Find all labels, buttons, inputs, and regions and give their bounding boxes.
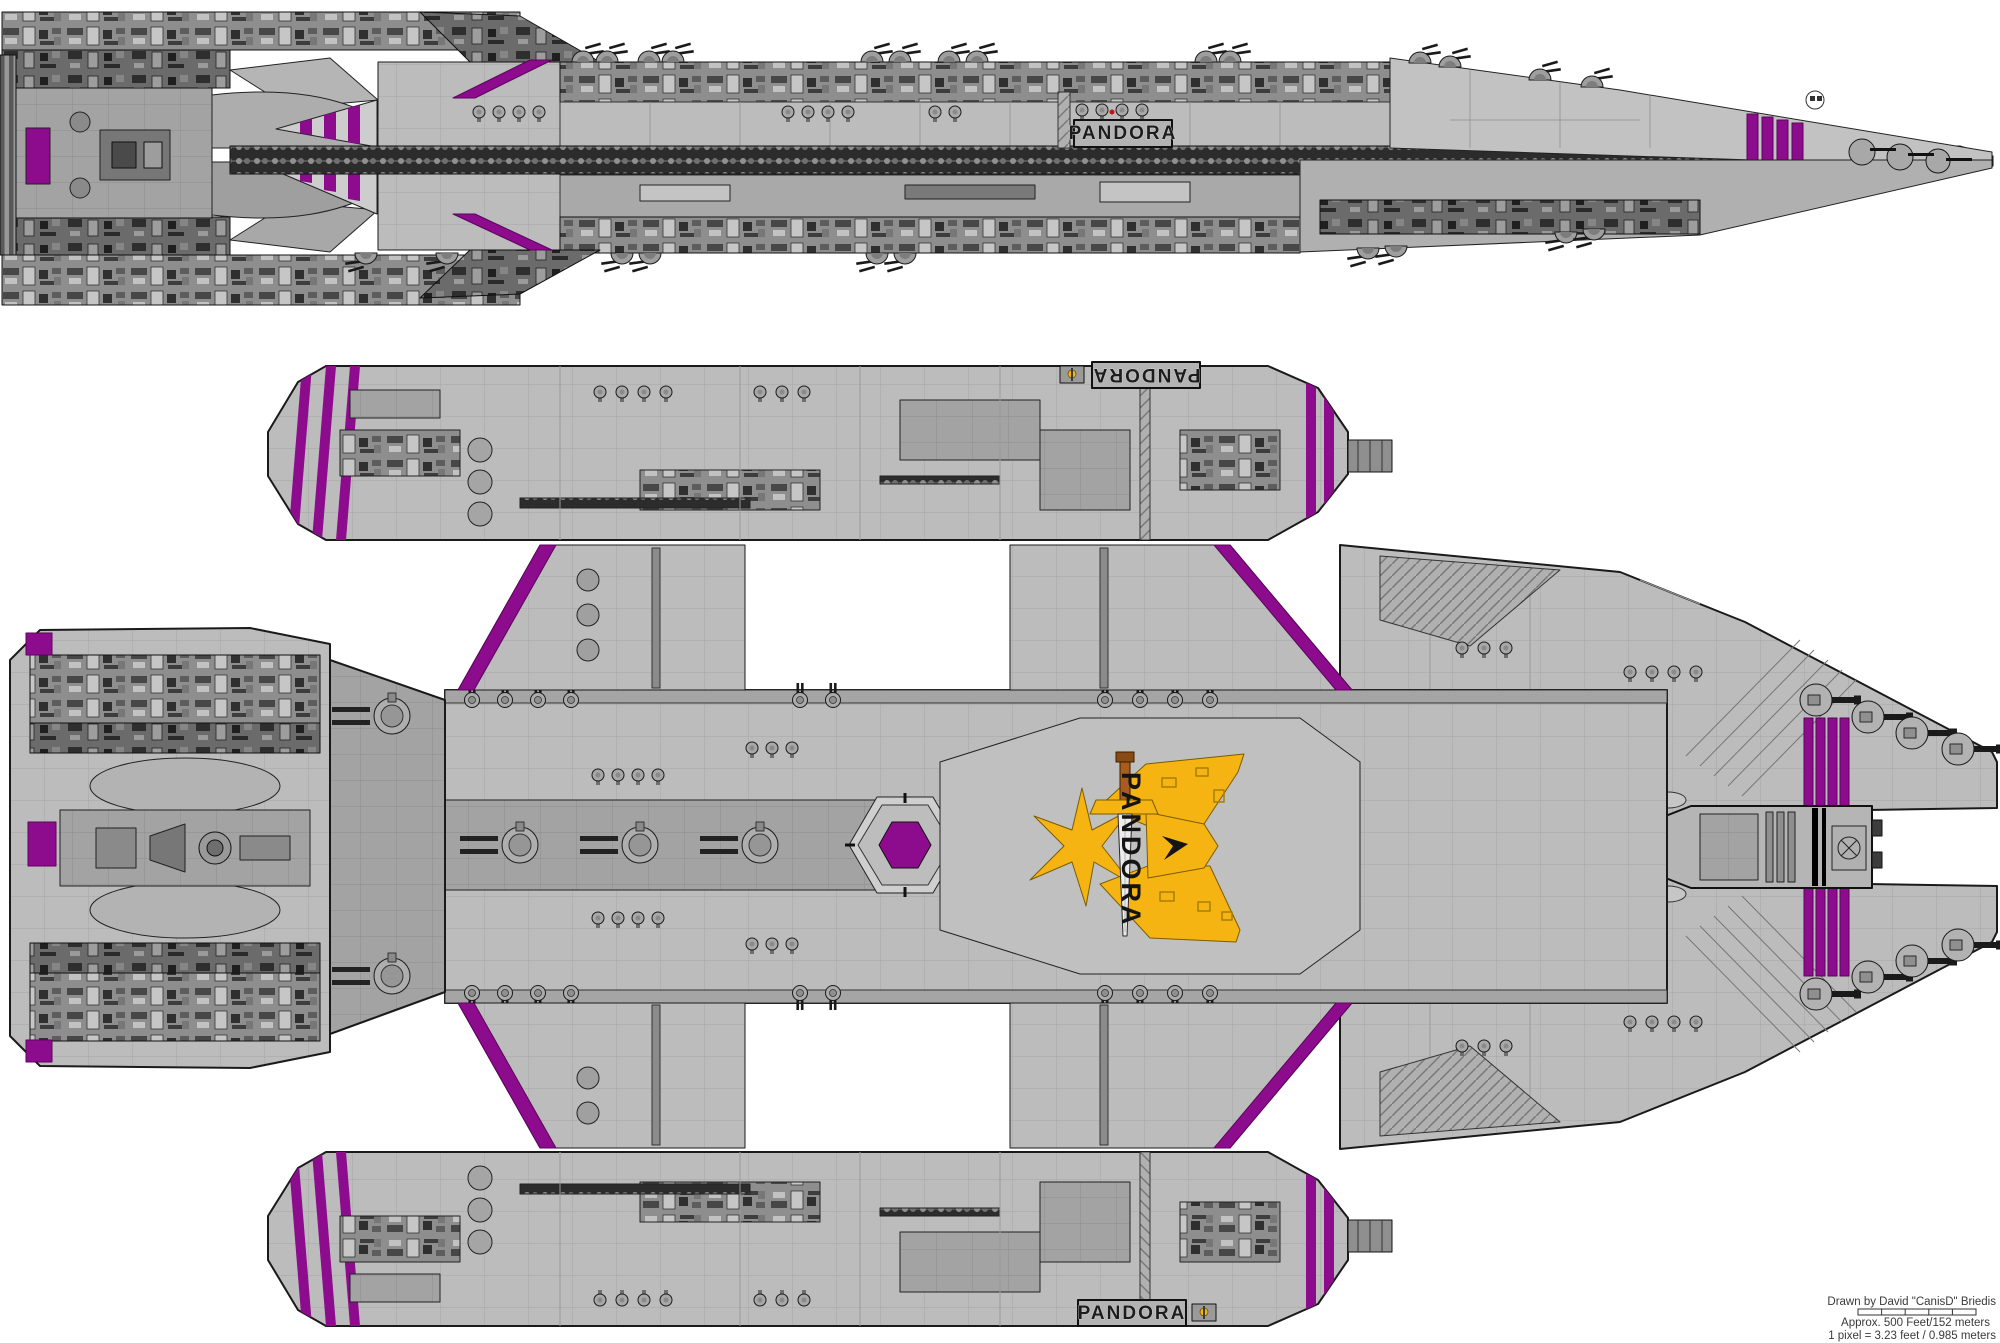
head-section — [9, 627, 446, 1069]
scale-bar — [1857, 1308, 1977, 1316]
pod-bottom-emblem-icon — [1191, 1303, 1217, 1322]
side-vent-domes — [472, 103, 1149, 123]
main-deck — [444, 682, 1668, 1011]
pod-bottom-nameplate: PANDORA — [1077, 1299, 1187, 1327]
side-nameplate: PANDORA — [1068, 119, 1178, 148]
stern-vent-bay-lower — [1379, 1045, 1561, 1137]
side-view: PANDORA — [0, 11, 1994, 306]
stern-purple-nozzle — [25, 127, 51, 185]
credit-author: Drawn by David "CanisD" Briedis — [1827, 1296, 1996, 1308]
top-view: PANDORA PANDORA — [9, 361, 2000, 1327]
pod-top-nameplate: PANDORA — [1091, 361, 1201, 389]
flight-pod-bottom — [267, 1151, 1393, 1327]
emblem-sword — [1089, 751, 1159, 937]
strut-top-right — [1009, 544, 1353, 691]
credit-block: Drawn by David "CanisD" Briedis Approx. … — [1827, 1296, 1996, 1342]
purple-hexagon — [878, 821, 932, 869]
credit-scale-feet: Approx. 500 Feet/152 meters — [1841, 1317, 1990, 1329]
pod-top-emblem-icon — [1059, 365, 1085, 384]
pod-struts — [457, 544, 1353, 1149]
pod-top-name-label: PANDORA — [1092, 364, 1201, 385]
main-engine-block — [1639, 805, 1883, 889]
side-hull — [377, 61, 1391, 254]
side-purple-wedges — [452, 59, 553, 251]
strut-bottom-right — [1009, 1002, 1353, 1149]
side-name-label: PANDORA — [1069, 123, 1178, 144]
side-stern-section — [0, 11, 601, 306]
neck-section — [329, 659, 446, 1035]
stern-vent-bay-upper — [1379, 555, 1561, 647]
head-purple-blocks — [25, 632, 57, 1063]
emblem-beak — [1162, 836, 1188, 860]
flight-pod-top — [267, 365, 1393, 541]
side-bow-section — [1299, 57, 1993, 253]
phoenix-emblem: PANDORA — [1029, 751, 1245, 943]
emblem-name-label: PANDORA — [1116, 772, 1146, 928]
side-lattice-mast — [1057, 91, 1071, 149]
pod-bottom-name-label: PANDORA — [1078, 1303, 1187, 1324]
credit-scale-pixel: 1 pixel = 3.23 feet / 0.985 meters — [1828, 1330, 1996, 1342]
